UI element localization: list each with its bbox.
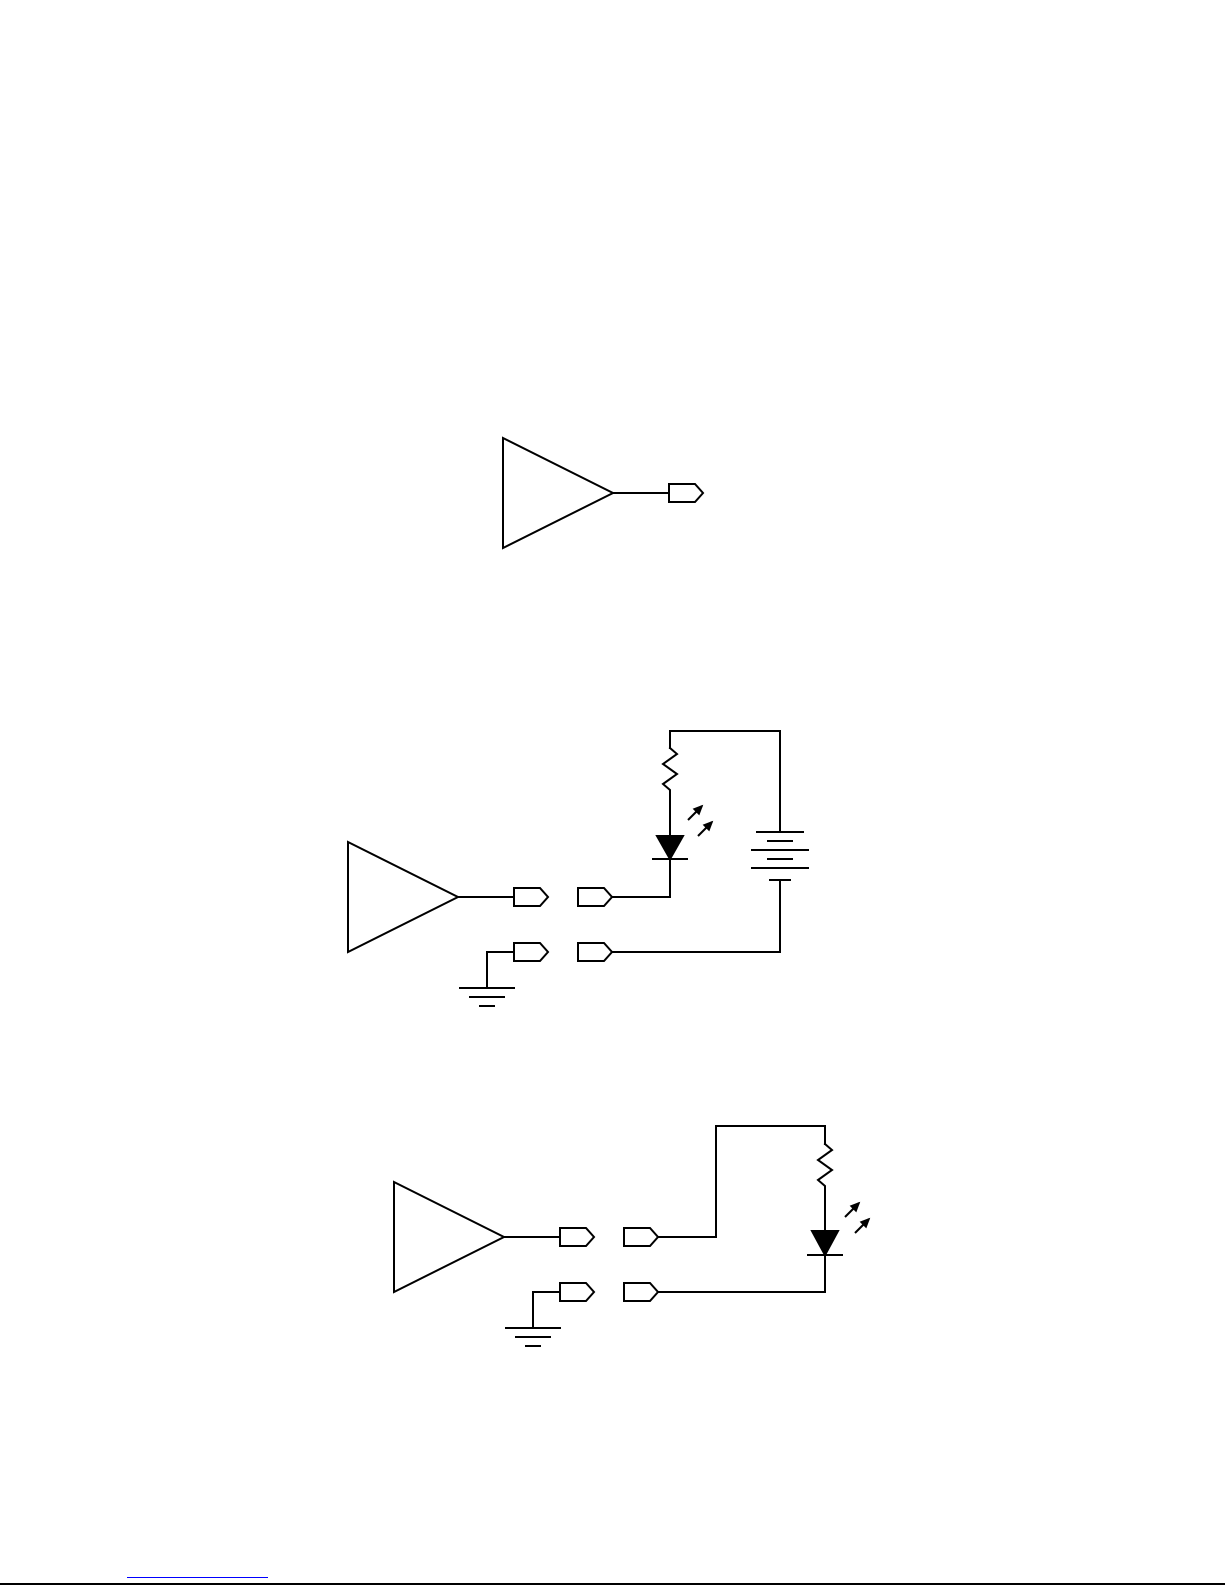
- amplifier-triangle: [503, 438, 613, 548]
- ground-symbol: [459, 988, 515, 1006]
- return-wire: [612, 880, 780, 952]
- output-connector: [669, 484, 703, 502]
- figure-3: [394, 1126, 869, 1346]
- figure-2: [348, 731, 808, 1006]
- output-connector: [514, 888, 548, 906]
- resistor: [663, 748, 677, 802]
- mating-connector-top: [578, 888, 612, 906]
- top-wire: [670, 731, 780, 832]
- ground-connector: [560, 1283, 594, 1301]
- mating-connector-bottom: [578, 943, 612, 961]
- signal-wire: [612, 859, 670, 897]
- ground-wire: [487, 952, 514, 988]
- signal-wire: [658, 1126, 825, 1237]
- mating-connector-bottom: [624, 1283, 658, 1301]
- light-emission-icon: [845, 1203, 869, 1233]
- amplifier-triangle: [348, 842, 458, 952]
- light-emission-icon: [688, 806, 712, 836]
- ground-symbol: [505, 1328, 561, 1346]
- return-wire: [658, 1255, 825, 1292]
- ground-connector: [514, 943, 548, 961]
- output-connector: [560, 1228, 594, 1246]
- led: [653, 802, 712, 859]
- resistor: [818, 1144, 832, 1231]
- footer-link-underline[interactable]: [127, 1577, 268, 1578]
- amplifier-triangle: [394, 1182, 504, 1292]
- led: [808, 1203, 869, 1255]
- mating-connector-top: [624, 1228, 658, 1246]
- battery: [752, 832, 808, 880]
- figure-1: [503, 438, 703, 548]
- ground-wire: [533, 1292, 560, 1328]
